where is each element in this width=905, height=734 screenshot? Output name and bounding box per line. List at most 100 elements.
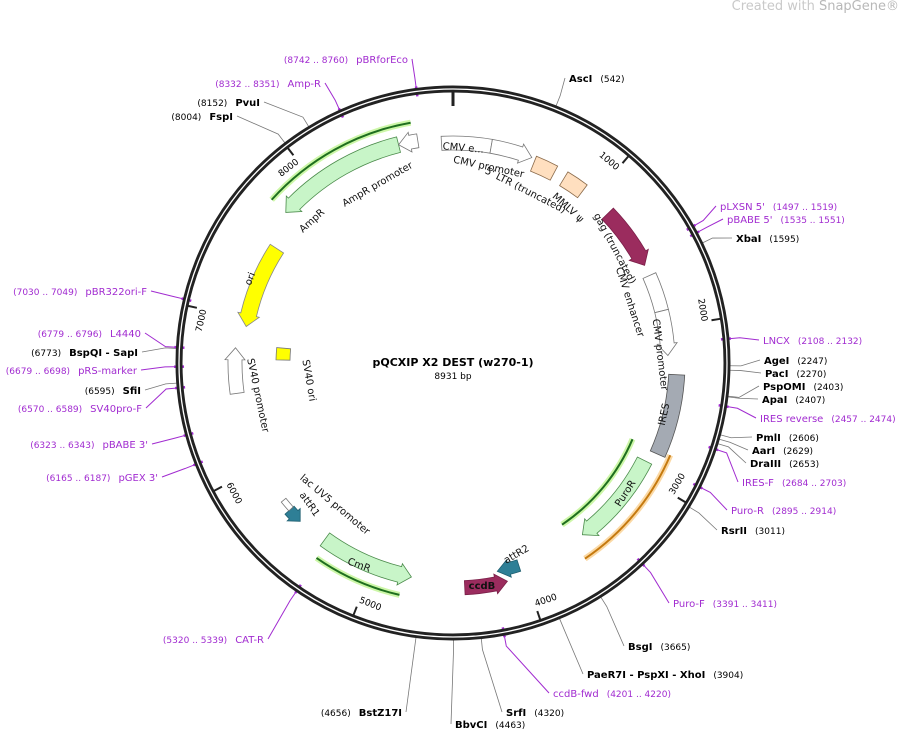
site-position: (2684 .. 2703) xyxy=(782,479,846,489)
primer-site-pbabe-5-[interactable]: pBABE 5'(1535 .. 1551) xyxy=(727,215,845,226)
enzyme-site-bsgi[interactable]: BsgI(3665) xyxy=(628,642,690,653)
sv40-ori-feature[interactable] xyxy=(275,347,292,361)
enzyme-site-pvui[interactable]: (8152)PvuI xyxy=(197,98,260,109)
primer-site-ires-f[interactable]: IRES-F(2684 .. 2703) xyxy=(742,478,846,489)
site-name: pBABE 5' xyxy=(727,215,773,226)
site-leader-line xyxy=(702,237,733,244)
site-position: (2407) xyxy=(795,396,825,406)
ori-feature[interactable] xyxy=(237,243,285,328)
primer-site-amp-r[interactable]: (8332 .. 8351)Amp-R xyxy=(215,79,321,90)
primer-site-pgex-3-[interactable]: (6165 .. 6187) pGEX 3' xyxy=(46,473,158,484)
ampr-feature[interactable] xyxy=(285,136,401,213)
enzyme-site-draiii[interactable]: DraIII(2653) xyxy=(750,459,819,470)
primer-site-prs-marker[interactable]: (6679 .. 6698)pRS-marker xyxy=(6,366,138,377)
ampr-promoter-feature[interactable] xyxy=(397,131,420,153)
sv40-promoter-feature[interactable] xyxy=(224,347,246,395)
site-name: ccdB-fwd xyxy=(553,689,599,700)
branding-brand: SnapGene® xyxy=(818,0,899,14)
primer-site-pbr322ori-f[interactable]: (7030 .. 7049)pBR322ori-F xyxy=(13,287,147,298)
site-leader-line xyxy=(405,637,417,713)
tick-mark xyxy=(711,317,721,322)
cmr-feature[interactable] xyxy=(319,532,412,586)
cmv-promoter-feature[interactable] xyxy=(654,308,678,357)
lac-uv5-promoter-feature[interactable] xyxy=(280,497,294,512)
site-leader-line xyxy=(720,434,753,439)
enzyme-site-apai[interactable]: ApaI(2407) xyxy=(762,395,825,406)
site-position: (6165 .. 6187) xyxy=(46,474,110,484)
enzyme-site-pmli[interactable]: PmlI(2606) xyxy=(756,433,819,444)
site-leader-line xyxy=(267,585,301,640)
enzyme-site-agei[interactable]: AgeI(2247) xyxy=(764,356,827,367)
site-leader-line xyxy=(236,115,286,144)
site-position: (2606) xyxy=(789,434,819,444)
feature-label[interactable]: SV40 promoter xyxy=(244,357,271,434)
tick-mark xyxy=(213,485,223,492)
site-position: (3904) xyxy=(713,671,743,681)
site-position: (8152) xyxy=(197,99,227,109)
feature-label[interactable]: ccdB xyxy=(469,581,496,592)
site-position: (4320) xyxy=(534,709,564,719)
enzyme-site-fspi[interactable]: (8004)FspI xyxy=(171,112,233,123)
feature-label[interactable]: IRES xyxy=(657,402,672,426)
primer-site-ccdb-fwd[interactable]: ccdB-fwd (4201 .. 4220) xyxy=(553,689,671,700)
enzyme-site-bspqi-sapi[interactable]: (6773)BspQI - SapI xyxy=(31,348,138,359)
primer-site-pbrforeco[interactable]: (8742 .. 8760)pBRforEco xyxy=(284,55,408,66)
branding-prefix: Created with xyxy=(731,0,819,14)
enzyme-site-asci[interactable]: AscI(542) xyxy=(569,74,625,85)
site-position: (4201 .. 4220) xyxy=(607,690,671,700)
primer-site-puro-f[interactable]: Puro-F(3391 .. 3411) xyxy=(673,599,777,610)
enzyme-site-pspomi[interactable]: PspOMI(2403) xyxy=(763,382,843,393)
site-position: (3011) xyxy=(755,527,785,537)
enzyme-site-paer7i-pspxi-xhoi[interactable]: PaeR7I - PspXI - XhoI (3904) xyxy=(587,670,743,681)
ltr-truncated-feature[interactable] xyxy=(529,155,559,181)
primer-site-sv40pro-f[interactable]: (6570 .. 6589)SV40pro-F xyxy=(18,404,142,415)
puror-feature[interactable] xyxy=(581,456,653,537)
site-name: BspQI - SapI xyxy=(69,348,138,359)
feature-label[interactable]: ori xyxy=(243,271,258,287)
site-name: PaeR7I - PspXI - XhoI xyxy=(587,670,705,681)
gag-truncated-feature[interactable] xyxy=(601,207,649,266)
enzyme-site-srfi[interactable]: SrfI(4320) xyxy=(506,708,564,719)
attr2-feature[interactable] xyxy=(496,558,522,578)
ires-feature[interactable] xyxy=(649,373,686,458)
site-name: pGEX 3' xyxy=(118,473,158,484)
enzyme-site-rsrii[interactable]: RsrII (3011) xyxy=(721,526,785,537)
mmlv-psi-feature[interactable] xyxy=(559,171,588,199)
tick-mark xyxy=(352,606,358,616)
site-position: (8742 .. 8760) xyxy=(284,56,348,66)
primer-site-puro-r[interactable]: Puro-R(2895 .. 2914) xyxy=(731,506,836,517)
attr1-feature[interactable] xyxy=(284,505,301,522)
feature-label[interactable]: SV40 ori xyxy=(299,359,317,402)
enzyme-site-bbvci[interactable]: BbvCI(4463) xyxy=(455,720,525,731)
primer-site-pbabe-3-[interactable]: (6323 .. 6343)pBABE 3' xyxy=(30,440,148,451)
tick-label: 6000 xyxy=(224,481,244,506)
enzyme-site-paci[interactable]: PacI(2270) xyxy=(765,369,826,380)
enzyme-site-bstz17i[interactable]: (4656) BstZ17I xyxy=(321,708,402,719)
primer-site-cat-r[interactable]: (5320 .. 5339)CAT-R xyxy=(163,635,264,646)
enzyme-site-sfii[interactable]: (6595)SfiI xyxy=(85,386,141,397)
site-position: (2270) xyxy=(796,370,826,380)
ccdb-feature[interactable] xyxy=(463,573,509,596)
enzyme-site-xbai[interactable]: XbaI(1595) xyxy=(736,234,799,245)
cmv-promoter-top-feature[interactable] xyxy=(489,138,533,164)
feature-label[interactable]: CMV e... xyxy=(442,141,484,156)
enzyme-site-aari[interactable]: AarI(2629) xyxy=(752,446,813,457)
site-name: RsrII xyxy=(721,526,747,537)
site-leader-line xyxy=(689,506,718,531)
site-name: Puro-F xyxy=(673,599,705,610)
feature-label[interactable]: 5' LTR (truncated) xyxy=(483,166,568,216)
primer-site-plxsn-5-[interactable]: pLXSN 5'(1497 .. 1519) xyxy=(720,202,837,213)
site-name: BstZ17I xyxy=(359,708,402,719)
primer-site-lncx[interactable]: LNCX(2108 .. 2132) xyxy=(763,336,862,347)
site-position: (2895 .. 2914) xyxy=(772,507,836,517)
tick-label: 2000 xyxy=(695,298,709,322)
primer-site-l4440[interactable]: (6779 .. 6796)L4440 xyxy=(38,329,141,340)
site-position: (4656) xyxy=(321,709,351,719)
site-leader-line xyxy=(717,443,747,464)
primer-site-ires-reverse[interactable]: IRES reverse(2457 .. 2474) xyxy=(760,414,896,425)
site-name: CAT-R xyxy=(235,635,264,646)
cmv-enhancer-feature[interactable] xyxy=(642,272,669,314)
site-name: pLXSN 5' xyxy=(720,202,765,213)
puror-orf-line-outer xyxy=(584,454,672,560)
